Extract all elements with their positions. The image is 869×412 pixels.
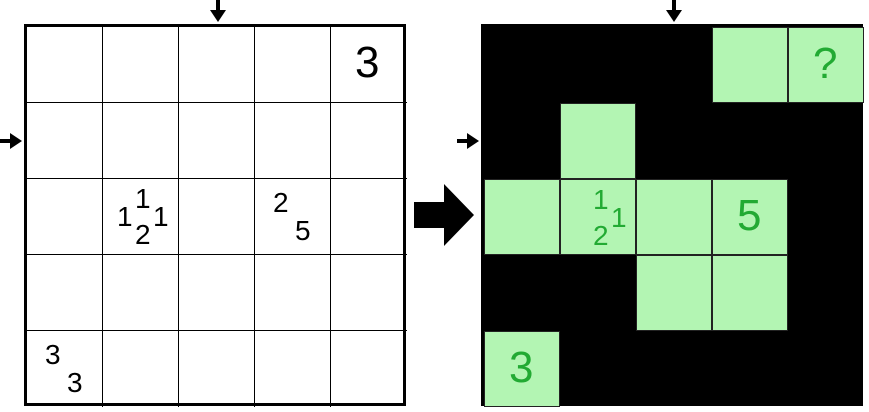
- puzzle-cell: [179, 179, 255, 255]
- puzzle-cell: [255, 103, 331, 179]
- solution-cell-lit: 3: [484, 331, 560, 407]
- right-arrow-icon: [0, 133, 22, 149]
- right-arrow-icon: [457, 133, 479, 149]
- clue-digit: 1: [135, 183, 151, 214]
- down-arrow-icon: [210, 0, 226, 22]
- clue-digit: 3: [355, 38, 380, 87]
- puzzle-cell: 3: [331, 27, 407, 103]
- down-arrow-icon: [666, 0, 682, 22]
- clue-digit: 5: [295, 215, 311, 246]
- clue-digit: 1: [117, 201, 133, 232]
- clue-digit: 3: [67, 367, 83, 398]
- puzzle-cell: [331, 103, 407, 179]
- puzzle-cell: [103, 331, 179, 407]
- clue-digit: 2: [593, 220, 609, 251]
- clue-digit: 3: [45, 339, 61, 370]
- clue-digit: 2: [273, 187, 289, 218]
- clue-digit: 1: [611, 202, 627, 233]
- puzzle-cell: [331, 255, 407, 331]
- puzzle-cell: [255, 331, 331, 407]
- solution-cell-lit: 5: [712, 179, 788, 255]
- puzzle-cell: [179, 255, 255, 331]
- puzzle-cell: [331, 179, 407, 255]
- puzzle-cell: [103, 255, 179, 331]
- puzzle-cell: [331, 331, 407, 407]
- puzzle-cell: [27, 255, 103, 331]
- puzzle-cell: [27, 103, 103, 179]
- puzzle-cell: [103, 27, 179, 103]
- clue-digit: 1: [593, 184, 609, 215]
- solution-cell-lit: [712, 27, 788, 103]
- solution-cell-lit: [636, 255, 712, 331]
- puzzle-cell: [255, 255, 331, 331]
- solution-cell-lit: [484, 179, 560, 255]
- puzzle-cell: [179, 103, 255, 179]
- big-right-arrow-icon: [414, 184, 474, 246]
- clue-digit: 5: [737, 191, 762, 240]
- solution-cell-lit: [560, 103, 636, 179]
- puzzle-cell: [27, 179, 103, 255]
- clue-digit: 2: [135, 219, 151, 250]
- puzzle-cell: [179, 27, 255, 103]
- solution-cell-lit: [712, 255, 788, 331]
- clue-digit: 1: [153, 201, 169, 232]
- puzzle-cell: [179, 331, 255, 407]
- clue-digit: 3: [509, 343, 534, 392]
- puzzle-cell: [255, 27, 331, 103]
- solution-cell-lit: [636, 179, 712, 255]
- puzzle-cell: [103, 103, 179, 179]
- puzzle-cell: [27, 27, 103, 103]
- solution-cell-lit: ?: [788, 27, 864, 103]
- clue-digit: ?: [813, 39, 838, 88]
